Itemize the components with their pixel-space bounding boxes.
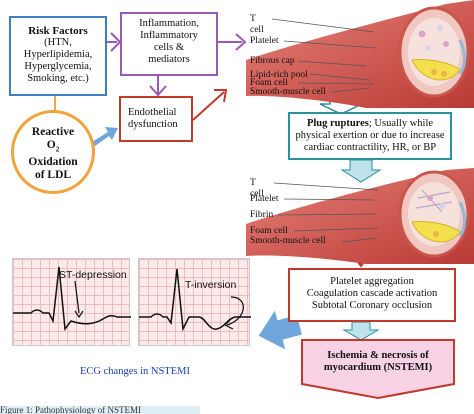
plaque-bottom-leader-lines	[273, 182, 379, 243]
ros-to-endothelial-arrow	[92, 127, 118, 146]
plug-to-plaque-arrow	[340, 159, 382, 183]
plug-line-1: Plug ruptures; Usually while	[290, 118, 450, 130]
ischemia-shape	[301, 339, 455, 400]
inflammation-line: cells &	[153, 42, 185, 53]
risk-factor-line: Hyperglycemia,	[24, 61, 92, 72]
label-foam-cell-2: Foam cell	[250, 226, 288, 236]
ros-line-o2: O2	[46, 139, 60, 154]
inflammation-line: Inflammatory	[140, 30, 198, 41]
label-fibrin: Fibrin	[250, 210, 274, 220]
risk-factor-line: (HTN,	[44, 37, 72, 48]
plug-rest: ; Usually while	[368, 118, 434, 129]
plaque-illustration-top	[246, 0, 474, 108]
ecg-st-depression-label: ST-depression	[59, 269, 127, 281]
ecg-caption: ECG changes in NSTEMI	[80, 366, 190, 377]
label-t-cell-2: T cell	[250, 178, 264, 199]
figure-caption: Figure 1: Pathophysiology of NSTEMI	[0, 406, 200, 414]
ros-line-oxidation: Oxidation	[28, 156, 78, 169]
plug-line-3: cardiac contractility, HR, or BP	[303, 142, 437, 153]
ischemia-line: Ischemia & necrosis of	[327, 350, 429, 361]
plaque-illustration-bottom	[246, 168, 474, 264]
aggregation-line: Platelet aggregation	[330, 276, 414, 287]
ecg-panel-st-depression: ST-depression	[12, 258, 131, 346]
aggregation-line: Coagulation cascade activation	[306, 288, 438, 299]
ecg-t-inversion-label: T-inversion	[185, 279, 237, 291]
endothelial-line: Endothelial	[128, 107, 177, 118]
inflammation-box: Inflammation, Inflammatory cells & media…	[120, 12, 218, 76]
risk-factor-line: Hyperlipidemia,	[23, 49, 93, 60]
ecg-trace-st-depression	[13, 266, 131, 331]
plug-bold: Plug ruptures	[306, 118, 369, 129]
ros-line-ldl: of LDL	[34, 169, 72, 182]
inflammation-to-endothelial-arrow	[149, 76, 167, 97]
label-smooth-muscle-cell: Smooth-muscle cell	[250, 87, 326, 97]
label-smooth-muscle-cell-2: Smooth-muscle cell	[250, 236, 326, 246]
inflammation-line: mediators	[148, 54, 190, 65]
label-lipid-rich-pool: Lipid-rich pool	[250, 70, 308, 80]
plug-line-2: physical exertion or due to increase	[295, 130, 445, 141]
aggregation-to-ischemia-arrow	[342, 321, 380, 341]
endothelial-line: dysfunction	[128, 119, 178, 130]
plaque-top-leader-lines	[271, 18, 377, 93]
ischemia-box: Ischemia & necrosis of myocardium (NSTEM…	[300, 350, 456, 374]
ecg-panel-t-inversion: T-inversion	[138, 258, 251, 346]
inflammation-line: Inflammation,	[139, 18, 199, 29]
ros-oxidation-circle: Reactive O2 Oxidation of LDL	[11, 110, 95, 194]
inflammation-to-plaque-arrow	[218, 33, 247, 51]
ecg-trace-t-inversion	[139, 268, 251, 332]
label-foam-cell: Foam cell	[250, 78, 288, 88]
risk-to-inflammation-arrow	[107, 32, 122, 52]
risk-factors-title: Risk Factors	[28, 25, 88, 37]
plug-ruptures-box: Plug ruptures; Usually while physical ex…	[288, 112, 452, 160]
ros-subscript: 2	[55, 145, 60, 154]
ischemia-line: myocardium (NSTEMI)	[323, 362, 433, 373]
platelet-aggregation-box: Platelet aggregation Coagulation cascade…	[288, 268, 456, 322]
label-platelet: Platelet	[250, 36, 279, 46]
ros-line-reactive: Reactive	[31, 126, 75, 138]
label-platelet-2: Platelet	[250, 194, 279, 204]
risk-factors-box: Risk Factors (HTN, Hyperlipidemia, Hyper…	[9, 16, 107, 96]
aggregation-line: Subtotal Coronary occlusion	[311, 300, 433, 311]
endothelial-to-plaque-arrow	[192, 89, 228, 121]
label-fibrous-cap: Fibrous cap	[250, 56, 295, 66]
risk-factor-line: Smoking, etc.)	[27, 73, 89, 84]
endothelial-dysfunction-box: Endothelial dysfunction	[119, 96, 193, 142]
label-t-cell: T cell	[250, 14, 264, 35]
